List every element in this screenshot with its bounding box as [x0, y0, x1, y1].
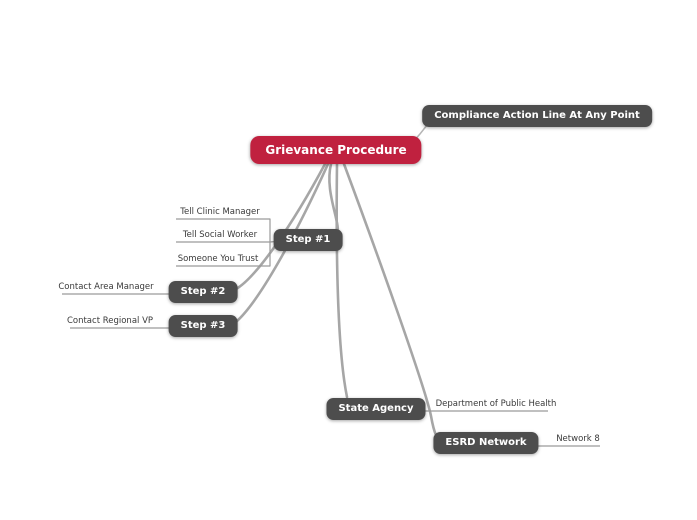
node-step-2[interactable]: Step #2 [168, 281, 238, 303]
edge-grievance-step-2 [230, 162, 327, 293]
leaf-network-8[interactable]: Network 8 [556, 433, 600, 444]
node-step-1[interactable]: Step #1 [273, 229, 343, 251]
node-state-agency[interactable]: State Agency [326, 398, 426, 420]
edge-grievance-state-agency [335, 162, 349, 399]
leaf-department-of-public-health[interactable]: Department of Public Health [435, 398, 557, 409]
node-grievance-procedure[interactable]: Grievance Procedure [250, 136, 422, 164]
leaf-tell-social-worker[interactable]: Tell Social Worker [182, 229, 258, 240]
leaf-contact-regional-vp[interactable]: Contact Regional VP [66, 315, 154, 326]
leaf-tell-clinic-manager[interactable]: Tell Clinic Manager [180, 206, 260, 217]
edge-grievance-step-3 [230, 162, 330, 327]
leaf-contact-area-manager[interactable]: Contact Area Manager [58, 281, 154, 292]
leaf-someone-you-trust[interactable]: Someone You Trust [177, 253, 259, 264]
node-esrd-network[interactable]: ESRD Network [433, 432, 539, 454]
node-step-3[interactable]: Step #3 [168, 315, 238, 337]
node-compliance-action-line[interactable]: Compliance Action Line At Any Point [422, 105, 652, 127]
